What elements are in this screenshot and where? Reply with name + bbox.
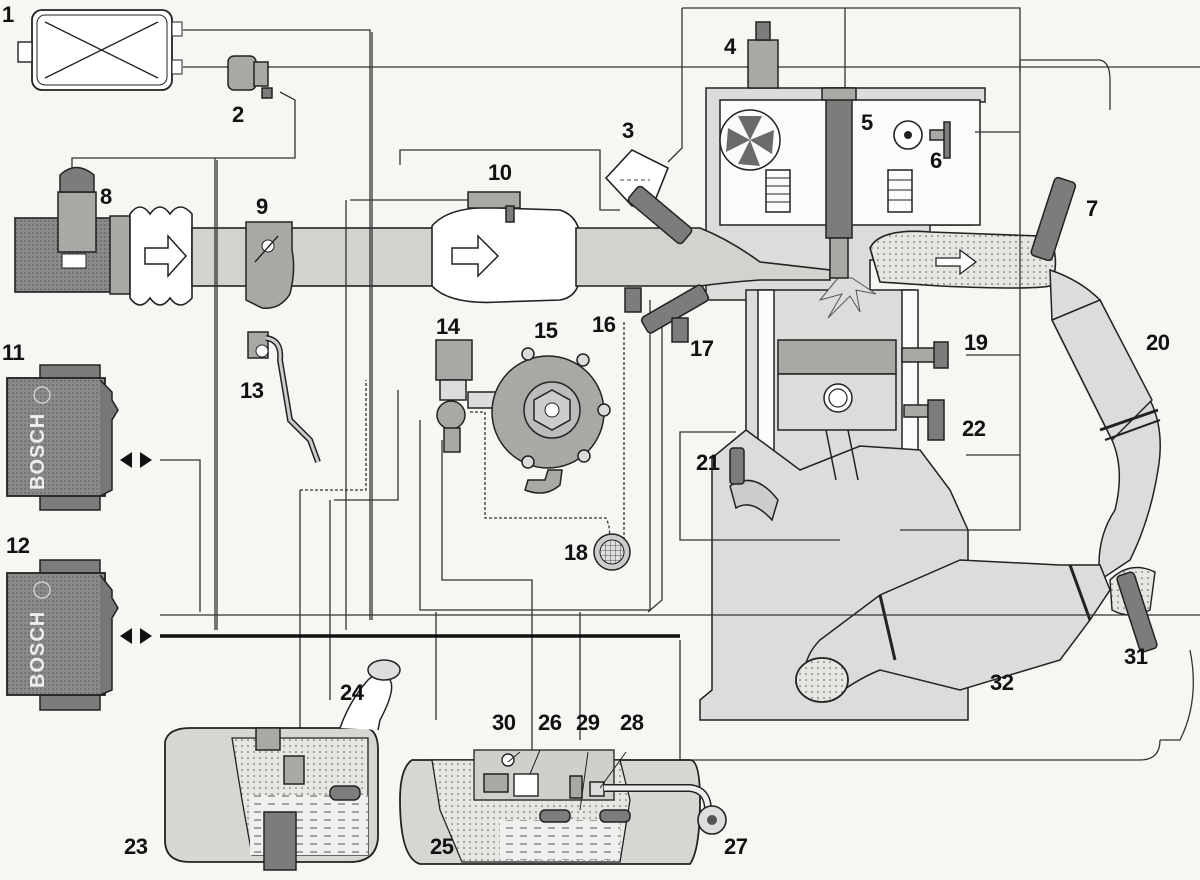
knock-sensor bbox=[903, 399, 945, 441]
callout-32: 32 bbox=[990, 670, 1014, 695]
callout-20: 20 bbox=[1146, 330, 1170, 355]
gas-filter bbox=[593, 533, 631, 571]
callout-14: 14 bbox=[436, 314, 460, 339]
phase-sensor bbox=[893, 120, 951, 159]
gas-ecu: BOSCH bbox=[6, 559, 152, 711]
combustion-spark bbox=[818, 277, 877, 319]
ecu-brand-label-12: BOSCH bbox=[27, 611, 49, 688]
intake-pipe bbox=[191, 227, 443, 287]
leader-lines bbox=[507, 749, 627, 811]
tailpipe-outlet bbox=[795, 657, 849, 703]
callout-3: 3 bbox=[622, 118, 634, 143]
callout-10: 10 bbox=[488, 160, 512, 185]
callout-28: 28 bbox=[620, 710, 644, 735]
callout-12: 12 bbox=[6, 533, 30, 558]
callout-31: 31 bbox=[1124, 644, 1148, 669]
arrow-left-icon bbox=[120, 628, 132, 644]
upstream-lambda-sensor bbox=[1030, 176, 1077, 262]
pressure-regulator-valve bbox=[227, 55, 273, 99]
callout-16: 16 bbox=[592, 312, 616, 337]
valve-springs bbox=[765, 169, 913, 213]
air-filter bbox=[17, 9, 183, 91]
camshaft-sensor bbox=[747, 21, 779, 89]
arrow-left-icon bbox=[120, 452, 132, 468]
callout-26: 26 bbox=[538, 710, 562, 735]
piston-rings bbox=[777, 339, 897, 375]
filler-cap bbox=[367, 659, 401, 681]
arrow-right-icon bbox=[140, 452, 152, 468]
throttle-body bbox=[245, 221, 295, 309]
callout-4: 4 bbox=[724, 34, 736, 59]
camshaft-lobes bbox=[726, 116, 774, 166]
exhaust-flow-arrow bbox=[935, 248, 978, 276]
callout-2: 2 bbox=[232, 102, 244, 127]
fuel-pump bbox=[263, 811, 297, 871]
intake-pressure-sensor bbox=[467, 191, 521, 223]
callout-15: 15 bbox=[534, 318, 558, 343]
callout-6: 6 bbox=[930, 148, 942, 173]
gas-solenoid-valve bbox=[435, 339, 499, 453]
ignition-coil bbox=[821, 87, 857, 279]
gas-injector bbox=[624, 284, 710, 334]
callout-13: 13 bbox=[240, 378, 264, 403]
callout-11: 11 bbox=[2, 340, 25, 365]
callout-19: 19 bbox=[964, 330, 988, 355]
ecu-brand-label-11: BOSCH bbox=[27, 413, 49, 490]
catalytic-converter-20 bbox=[1050, 299, 1153, 442]
downstream-lambda-sensor bbox=[1116, 571, 1158, 653]
callout-17: 17 bbox=[690, 336, 714, 361]
callout-1: 1 bbox=[2, 2, 14, 27]
arrow-right-icon bbox=[140, 628, 152, 644]
callout-9: 9 bbox=[256, 194, 268, 219]
intake-flow-arrow bbox=[144, 234, 188, 278]
intake-system bbox=[14, 206, 831, 309]
petrol-injector-lower bbox=[671, 317, 689, 343]
callout-8: 8 bbox=[100, 184, 112, 209]
callout-22: 22 bbox=[962, 416, 986, 441]
coolant-temperature-sensor bbox=[901, 341, 949, 369]
accelerator-pedal bbox=[247, 331, 321, 464]
exhaust-system bbox=[795, 230, 1161, 703]
callout-30: 30 bbox=[492, 710, 516, 735]
callout-27: 27 bbox=[724, 834, 748, 859]
callout-5: 5 bbox=[861, 110, 873, 135]
petrol-ecu: BOSCH bbox=[6, 364, 152, 511]
engine-block bbox=[699, 87, 986, 721]
petrol-injector-top bbox=[627, 185, 693, 245]
fuel-rail bbox=[604, 149, 670, 207]
callout-25: 25 bbox=[430, 834, 454, 859]
callout-29: 29 bbox=[576, 710, 600, 735]
petrol-tank bbox=[164, 659, 401, 871]
callout-24: 24 bbox=[340, 680, 364, 705]
callout-23: 23 bbox=[124, 834, 148, 859]
air-mass-meter bbox=[57, 166, 97, 269]
callout-7: 7 bbox=[1086, 196, 1098, 221]
crankshaft-speed-sensor bbox=[729, 447, 745, 485]
lpg-tank bbox=[399, 749, 727, 865]
callout-18: 18 bbox=[564, 540, 588, 565]
connection-lines bbox=[71, 7, 1200, 860]
callout-21: 21 bbox=[696, 450, 720, 475]
evaporator-reducer bbox=[491, 347, 611, 494]
